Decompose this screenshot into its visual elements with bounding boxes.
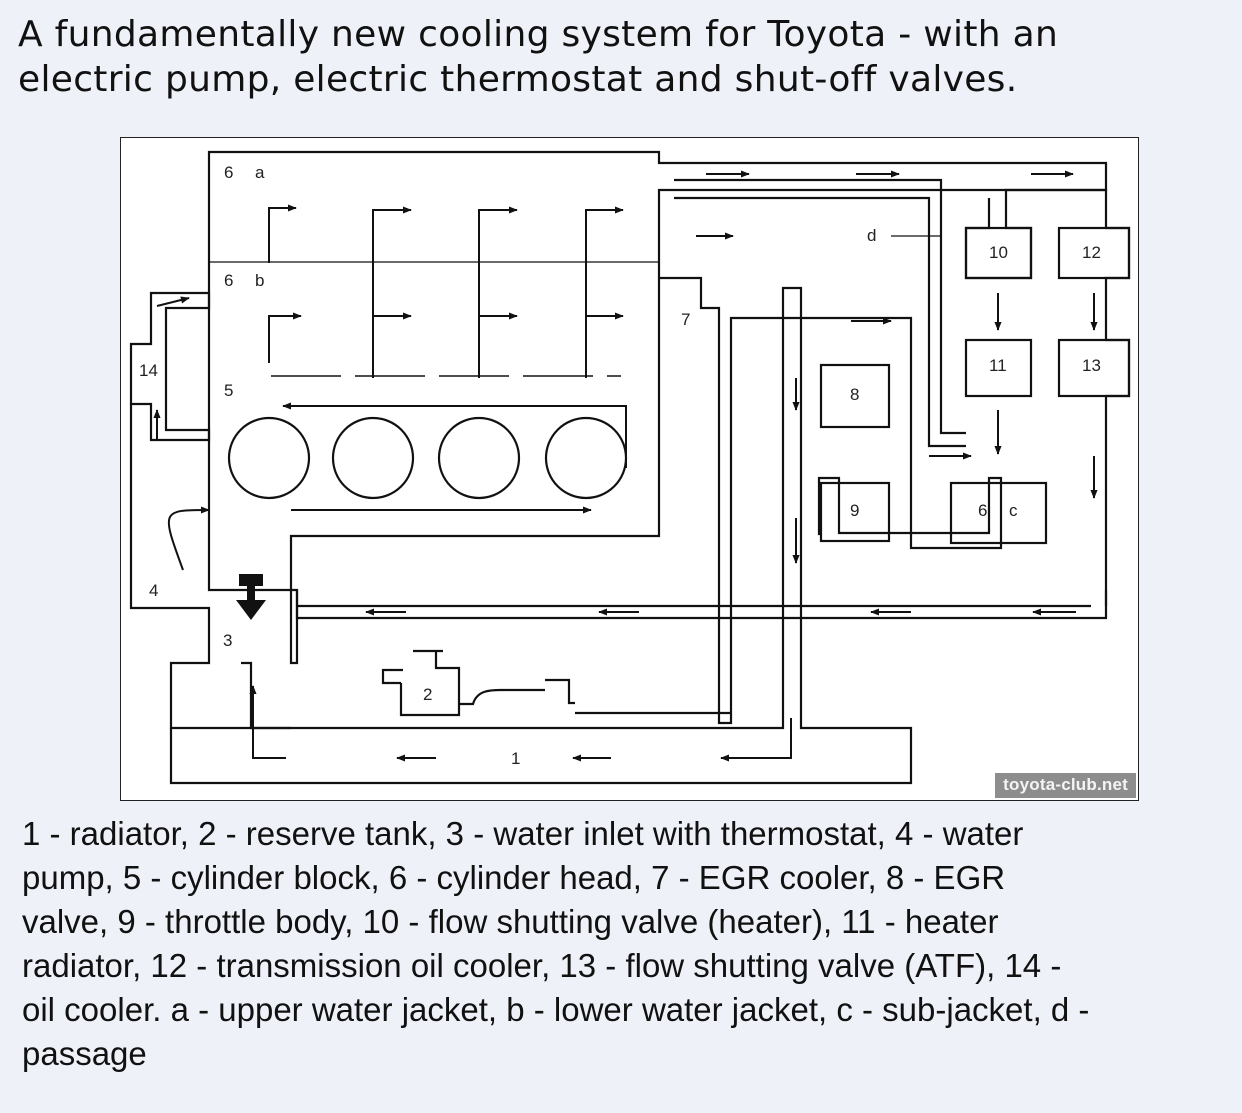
label-9: 9 [850, 501, 859, 520]
flow-arrow-low-2 [372, 312, 412, 363]
flow-valve-heater-10 [964, 226, 1033, 280]
flow-arrow-rad-inlet [249, 685, 286, 759]
label-6c-num: 6 [978, 501, 987, 520]
flow-arrow-low-1 [268, 312, 302, 363]
label-2: 2 [423, 685, 432, 704]
cylinder-2 [331, 416, 415, 500]
label-6a-num: 6 [224, 163, 233, 182]
label-14: 14 [139, 361, 158, 380]
cylinder-1 [227, 416, 311, 500]
diagram-svg: 6 a 6 b 5 14 4 3 2 1 7 8 9 10 11 12 13 6… [129, 150, 1131, 785]
page-title: A fundamentally new cooling system for T… [18, 12, 1218, 102]
flow-arrow-low-4 [585, 312, 624, 363]
throttle-body-9 [819, 481, 891, 543]
flow-arrow-block-top [282, 402, 627, 468]
flow-arrow-oil-out [156, 296, 190, 307]
legend-line-1: 1 - radiator, 2 - reserve tank, 3 - wate… [22, 815, 1024, 852]
legend-line-6: passage [22, 1035, 147, 1072]
cooling-system-diagram: 6 a 6 b 5 14 4 3 2 1 7 8 9 10 11 12 13 6… [120, 137, 1139, 801]
watermark: toyota-club.net [995, 773, 1136, 798]
flow-valve-atf-12 [1057, 226, 1131, 280]
label-3: 3 [223, 631, 232, 650]
water-pump-channel [129, 404, 291, 730]
flow-valve-atf-13 [1057, 338, 1131, 398]
heater-radiator-11 [964, 338, 1033, 398]
tank-hose [459, 678, 731, 715]
oil-cooler-14 [129, 291, 211, 442]
label-12: 12 [1082, 243, 1101, 262]
flow-arrow-head-2 [372, 206, 412, 378]
legend-line-5: oil cooler. a - upper water jacket, b - … [22, 991, 1090, 1028]
cylinder-3 [437, 416, 521, 500]
return-channel [295, 590, 1108, 620]
reserve-tank-2 [381, 649, 461, 717]
label-11: 11 [989, 356, 1007, 375]
label-6c-letter: c [1009, 501, 1018, 520]
label-13: 13 [1082, 356, 1101, 375]
flow-arrow-rad-3 [720, 718, 792, 762]
sub-jacket-6c [949, 481, 1048, 545]
legend-line-4: radiator, 12 - transmission oil cooler, … [22, 947, 1062, 984]
flow-arrow-low-3 [478, 312, 518, 363]
label-6a-letter: a [255, 163, 265, 182]
egr-cooler-7 [659, 276, 1003, 725]
label-d: d [867, 226, 876, 245]
flow-arrow-head-4 [585, 206, 624, 378]
label-10: 10 [989, 243, 1008, 262]
flow-arrow-head-1 [268, 204, 297, 263]
flow-arrow-pump [167, 506, 210, 571]
thermostat-icon [236, 574, 266, 620]
label-7: 7 [681, 310, 690, 329]
label-1: 1 [511, 749, 520, 768]
label-6b-num: 6 [224, 271, 233, 290]
label-6b-letter: b [255, 271, 264, 290]
egr-valve-8 [819, 363, 891, 429]
title-line-1: A fundamentally new cooling system for T… [18, 14, 1059, 55]
legend-line-3: valve, 9 - throttle body, 10 - flow shut… [22, 903, 999, 940]
radiator-1 [169, 286, 913, 785]
label-8: 8 [850, 385, 859, 404]
title-line-2: electric pump, electric thermostat and s… [18, 59, 1018, 100]
flow-arrow-head-3 [478, 206, 518, 378]
label-5: 5 [224, 381, 233, 400]
label-4: 4 [149, 581, 158, 600]
legend-caption: 1 - radiator, 2 - reserve tank, 3 - wate… [22, 812, 1227, 1076]
cylinder-4 [544, 416, 628, 500]
passage-d [674, 178, 966, 448]
legend-line-2: pump, 5 - cylinder block, 6 - cylinder h… [22, 859, 1006, 896]
